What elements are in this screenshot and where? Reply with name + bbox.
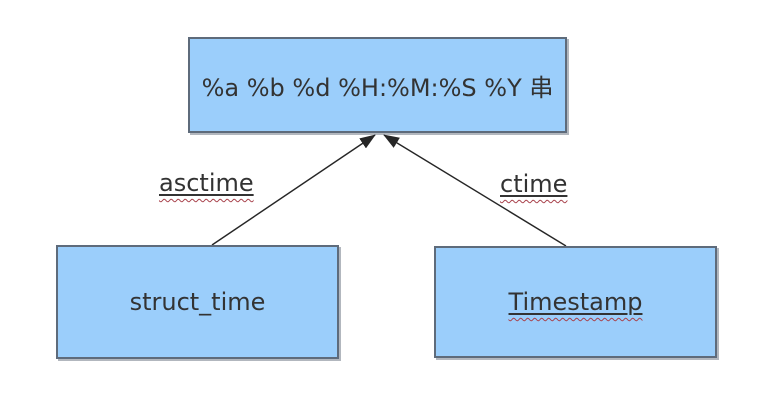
node-timestamp-label: Timestamp [508,288,643,316]
edge-line-asctime [211,134,376,246]
node-format-string: %a %b %d %H:%M:%S %Y 串 [188,37,567,133]
edge-label-asctime-text: asctime [159,169,254,197]
node-timestamp: Timestamp [434,246,717,358]
edge-label-ctime-text: ctime [500,170,568,198]
edge-label-ctime: ctime [500,170,567,198]
node-struct-time-label: struct_time [129,288,266,316]
node-struct-time: struct_time [56,245,339,359]
node-format-string-label: %a %b %d %H:%M:%S %Y 串 [201,73,554,102]
spellcheck-squiggle: ctime [500,170,567,198]
spellcheck-squiggle: Timestamp [509,288,643,316]
edge-label-asctime: asctime [159,169,254,197]
edge-line-ctime [383,134,567,247]
spellcheck-squiggle: asctime [159,169,254,197]
